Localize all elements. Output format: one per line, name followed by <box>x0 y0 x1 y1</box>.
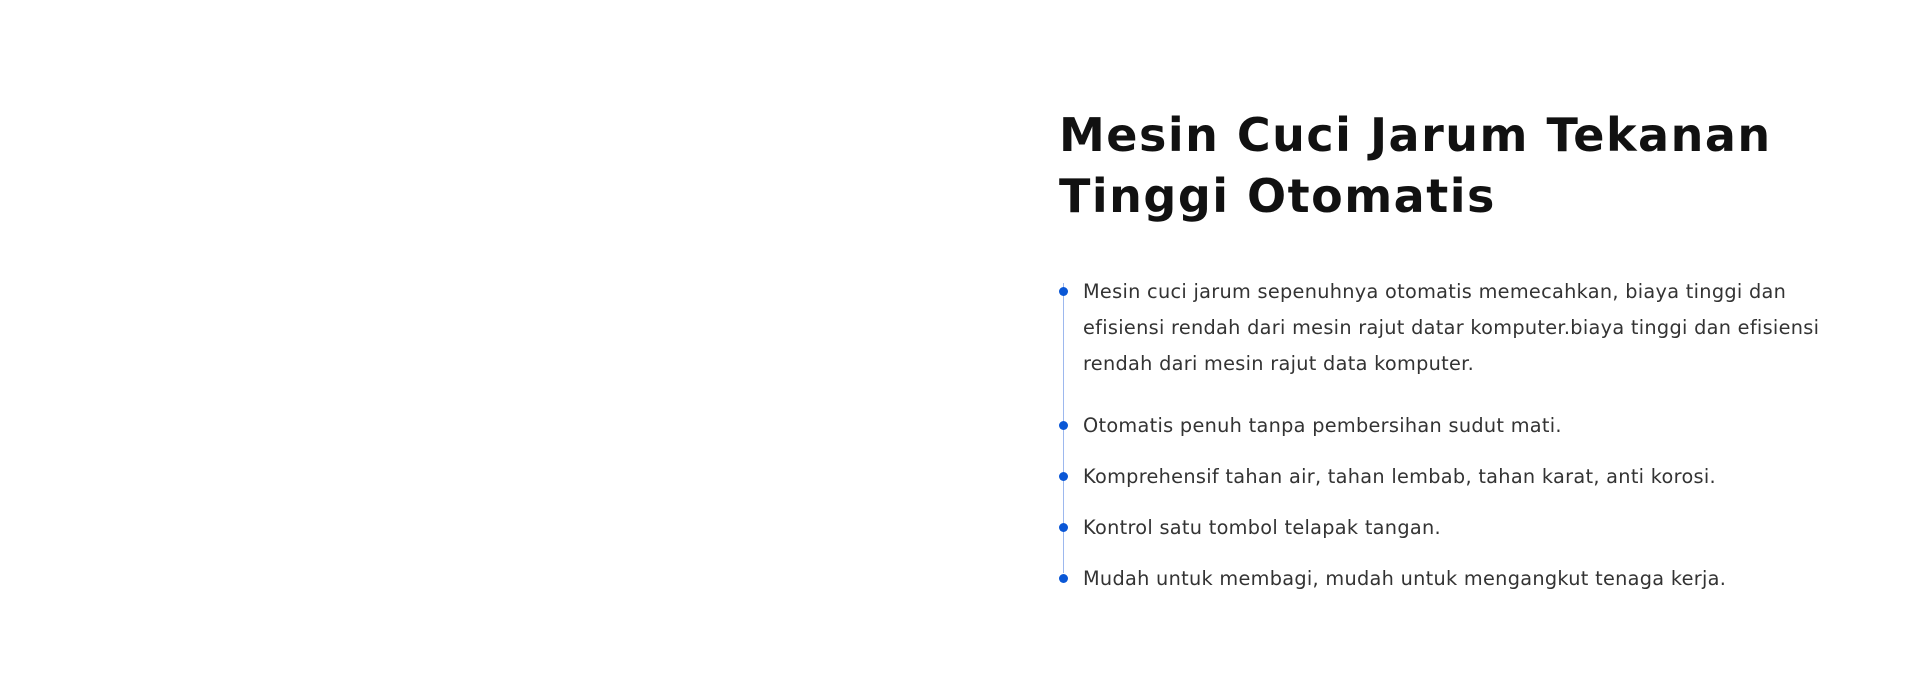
feature-item: Mudah untuk membagi, mudah untuk mengang… <box>1059 561 1859 597</box>
feature-timeline: Mesin cuci jarum sepenuhnya otomatis mem… <box>1059 274 1859 597</box>
feature-item: Otomatis penuh tanpa pembersihan sudut m… <box>1059 408 1859 444</box>
product-feature-section: Mesin Cuci Jarum Tekanan Tinggi Otomatis… <box>1059 105 1859 597</box>
feature-text: Mesin cuci jarum sepenuhnya otomatis mem… <box>1083 280 1820 375</box>
product-image-area <box>0 0 1020 700</box>
feature-text: Mudah untuk membagi, mudah untuk mengang… <box>1083 567 1727 590</box>
feature-item: Kontrol satu tombol telapak tangan. <box>1059 510 1859 546</box>
bullet-dot-icon <box>1059 574 1068 583</box>
feature-text: Otomatis penuh tanpa pembersihan sudut m… <box>1083 414 1562 437</box>
feature-item: Komprehensif tahan air, tahan lembab, ta… <box>1059 459 1859 495</box>
feature-text: Kontrol satu tombol telapak tangan. <box>1083 516 1441 539</box>
bullet-dot-icon <box>1059 472 1068 481</box>
product-title: Mesin Cuci Jarum Tekanan Tinggi Otomatis <box>1059 108 1772 223</box>
feature-text: Komprehensif tahan air, tahan lembab, ta… <box>1083 465 1716 488</box>
bullet-dot-icon <box>1059 287 1068 296</box>
bullet-dot-icon <box>1059 421 1068 430</box>
feature-item: Mesin cuci jarum sepenuhnya otomatis mem… <box>1059 274 1843 382</box>
bullet-dot-icon <box>1059 523 1068 532</box>
